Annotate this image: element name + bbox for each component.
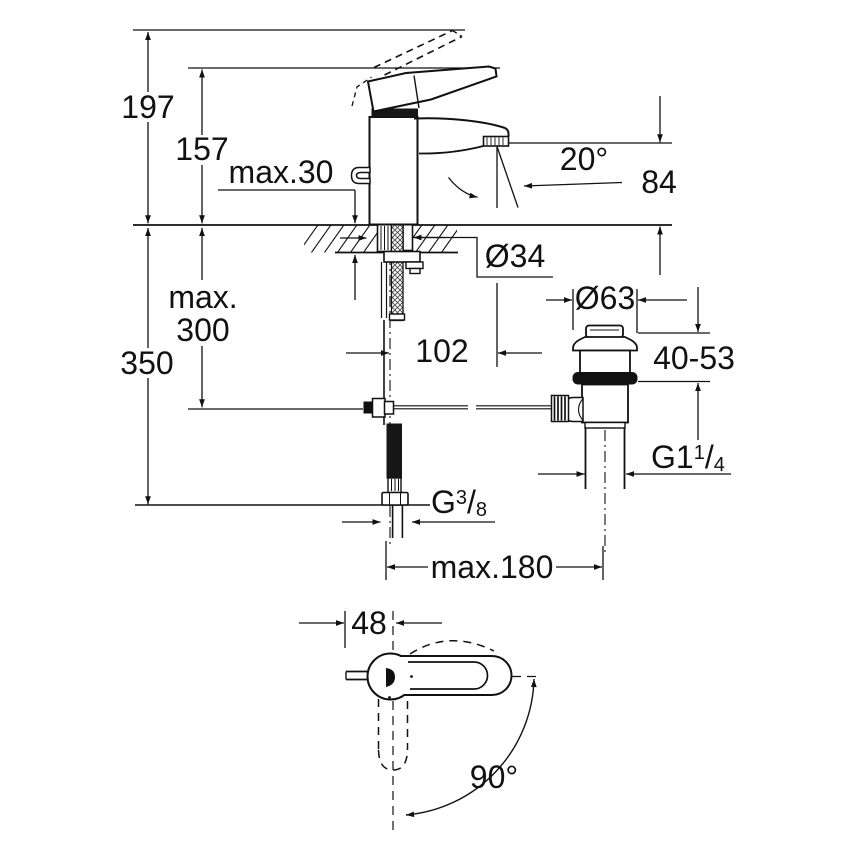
dim-waste-thread: G11/4	[651, 441, 725, 475]
supply-thread-base: G	[431, 484, 456, 520]
waste-thread-sub: 4	[713, 454, 725, 476]
dim-rod-length: max.180	[430, 549, 554, 585]
reference-lines	[133, 29, 710, 830]
dim-swivel-angle: 90°	[469, 759, 519, 795]
dim-spout-projection: 102	[415, 333, 469, 369]
supply-thread-slash: /	[467, 484, 476, 520]
supply-thread-sup: 3	[455, 487, 468, 509]
waste-thread-base: G1	[651, 439, 694, 475]
dim-hose-length-line1: max.	[168, 279, 238, 315]
dim-supply-height: 350	[120, 345, 174, 381]
faucet-top-view	[345, 640, 537, 818]
dim-hole-diameter: Ø34	[484, 238, 546, 274]
waste-thread-slash: /	[704, 439, 714, 475]
waste-thread-sup: 1	[693, 442, 705, 464]
dim-deck-thickness: max.30	[228, 154, 334, 190]
dim-spray-angle: 20°	[559, 141, 609, 177]
dimension-lines	[145, 32, 731, 626]
dim-hose-length-line2: 300	[176, 312, 230, 348]
faucet-front-view	[350, 29, 519, 226]
supply-thread-sub: 8	[475, 499, 488, 521]
dim-outlet-height: 84	[641, 164, 677, 200]
dim-clamping-range: 40-53	[653, 340, 735, 376]
drain-valve	[550, 324, 638, 556]
dim-hose-length-max: max. 300	[168, 281, 237, 347]
dim-flange-diameter: Ø63	[574, 280, 636, 316]
dim-spout-top-height: 157	[175, 131, 229, 167]
dim-supply-thread: G3/8	[431, 486, 487, 520]
dim-overall-height: 197	[121, 89, 175, 125]
dim-handle-offset: 48	[351, 605, 387, 641]
